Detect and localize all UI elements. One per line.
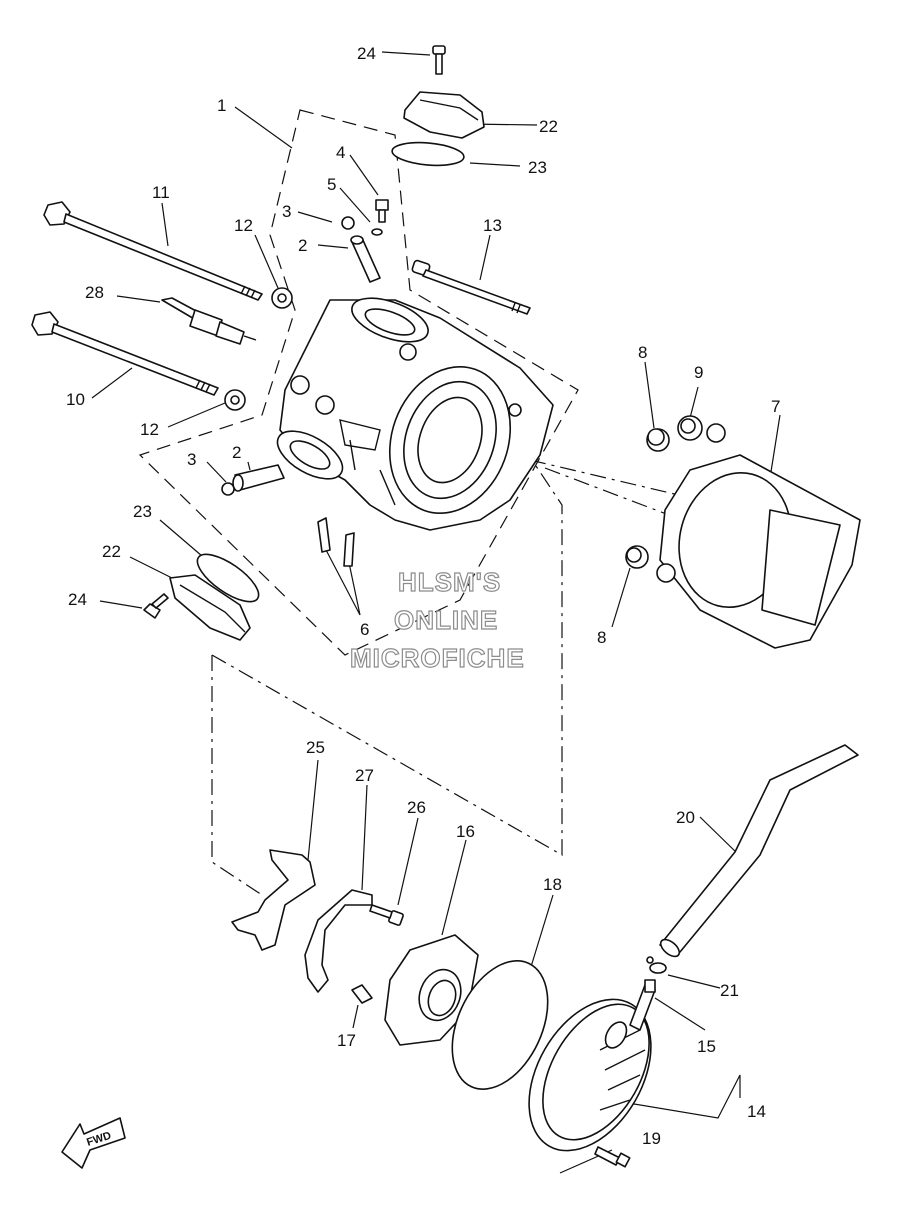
callout-25: 25 xyxy=(306,738,325,757)
watermark-line2: ONLINE xyxy=(394,605,498,635)
callout-23-left: 23 xyxy=(133,502,152,521)
callout-14: 14 xyxy=(747,1102,766,1121)
cover-16 xyxy=(384,934,479,1046)
cover-top xyxy=(403,91,485,139)
dowel-8-lower xyxy=(625,545,649,569)
stud-bolt-10 xyxy=(31,311,219,396)
watermark-line1: HLSM'S xyxy=(398,567,501,597)
dowel-2-upper xyxy=(350,235,381,283)
callout-22-top: 22 xyxy=(539,117,558,136)
watermark: HLSM'S ONLINE MICROFICHE xyxy=(349,566,525,673)
cover-14 xyxy=(528,998,652,1152)
callout-1: 1 xyxy=(217,96,226,115)
callout-21: 21 xyxy=(720,981,739,1000)
callout-16: 16 xyxy=(456,822,475,841)
cap-bolt-top xyxy=(432,45,446,75)
watermark-line3: MICROFICHE xyxy=(350,643,525,673)
callout-22-left: 22 xyxy=(102,542,121,561)
callout-12-lower: 12 xyxy=(140,420,159,439)
bolt-19 xyxy=(594,1146,631,1168)
bolt-4 xyxy=(375,199,389,223)
callout-2-lower: 2 xyxy=(232,443,241,462)
callout-17: 17 xyxy=(337,1031,356,1050)
callout-8-lower: 8 xyxy=(597,628,606,647)
washer-5 xyxy=(371,228,383,236)
callout-7: 7 xyxy=(771,397,780,416)
alignment-line-left xyxy=(211,459,563,896)
callout-9: 9 xyxy=(694,363,703,382)
clip-21 xyxy=(646,956,667,974)
assembly-boundary xyxy=(138,109,579,656)
stud-6b xyxy=(343,532,355,567)
callout-23-top: 23 xyxy=(528,158,547,177)
callout-26: 26 xyxy=(407,798,426,817)
breather-15 xyxy=(629,979,656,1031)
callout-13: 13 xyxy=(483,216,502,235)
callout-3-upper: 3 xyxy=(282,202,291,221)
callout-2-upper: 2 xyxy=(298,236,307,255)
callout-20: 20 xyxy=(676,808,695,827)
callout-3-lower: 3 xyxy=(187,450,196,469)
callout-4: 4 xyxy=(336,143,345,162)
collar-9 xyxy=(677,415,703,441)
callout-15: 15 xyxy=(697,1037,716,1056)
callout-5: 5 xyxy=(327,175,336,194)
callout-11: 11 xyxy=(152,183,170,202)
cap-bolt-left xyxy=(143,593,169,619)
callout-6: 6 xyxy=(360,620,369,639)
circlip-3-upper xyxy=(341,216,355,230)
callout-24-left: 24 xyxy=(68,590,87,609)
circlip-3-lower xyxy=(221,482,235,496)
bolt-13 xyxy=(411,259,531,315)
washer-12-upper xyxy=(271,287,293,309)
cylinder-head-gasket xyxy=(656,423,861,649)
stud-bolt-11 xyxy=(43,201,263,301)
guide-25 xyxy=(231,849,316,951)
bolt-17 xyxy=(351,984,373,1004)
callout-24-top: 24 xyxy=(357,44,376,63)
o-ring-left xyxy=(196,553,260,603)
callout-18: 18 xyxy=(543,875,562,894)
hose-20 xyxy=(659,744,859,958)
callout-19: 19 xyxy=(642,1129,661,1148)
bracket-27 xyxy=(304,889,373,993)
dowel-8-upper xyxy=(646,428,670,452)
cylinder-head xyxy=(276,297,554,531)
cover-left xyxy=(169,574,251,641)
leader-lines xyxy=(91,51,781,1174)
spark-plug xyxy=(161,297,257,345)
callout-10: 10 xyxy=(66,390,85,409)
stud-6a xyxy=(317,517,331,553)
callout-8-upper: 8 xyxy=(638,343,647,362)
o-ring-top xyxy=(391,141,465,167)
dowel-2-lower xyxy=(232,464,285,492)
callout-27: 27 xyxy=(355,766,374,785)
fwd-arrow-icon: FWD xyxy=(61,1117,126,1169)
callout-28: 28 xyxy=(85,283,104,302)
o-ring-18 xyxy=(451,960,549,1090)
bolt-26 xyxy=(369,904,404,926)
callout-labels: 24 1 22 23 4 5 11 3 12 13 2 28 8 9 10 7 … xyxy=(66,44,780,1148)
washer-12-lower xyxy=(224,389,246,411)
callout-12-upper: 12 xyxy=(234,216,253,235)
